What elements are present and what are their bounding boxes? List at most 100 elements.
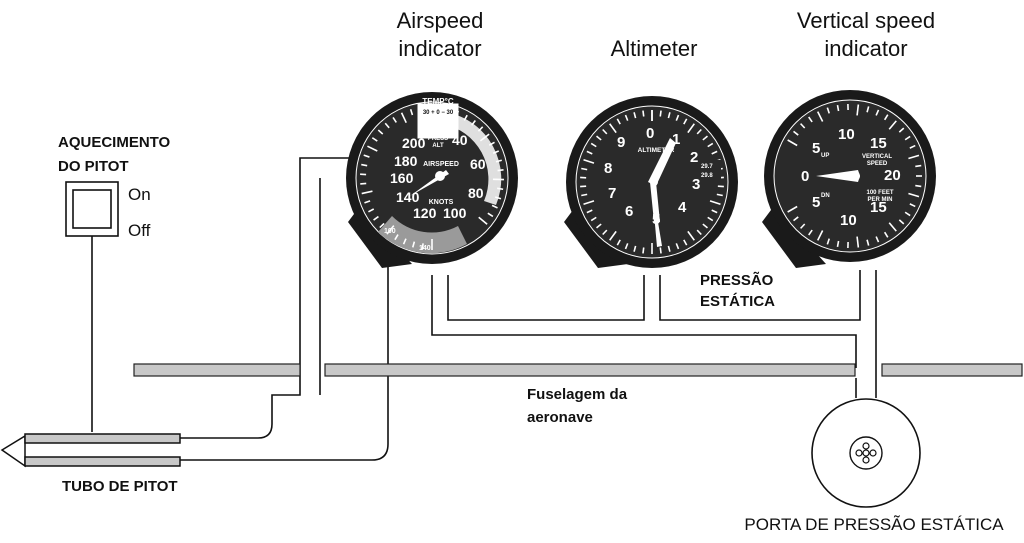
- switch-on-label: On: [128, 185, 151, 204]
- dial-tick: [495, 159, 502, 163]
- dial-tick: [596, 223, 602, 229]
- fuselage-label-1: Fuselagem da: [527, 386, 628, 403]
- dial-tick: [675, 114, 680, 121]
- dial-tick: [888, 120, 897, 130]
- dial-tick: [875, 236, 880, 243]
- dial-tick: [687, 230, 695, 241]
- vsi-title-1: Vertical speed: [797, 8, 935, 33]
- dial-tick: [477, 126, 484, 132]
- vsi-hub: [850, 171, 860, 181]
- pitot-tube-upper: [24, 433, 181, 444]
- vsi-num: 10: [838, 126, 855, 143]
- dial-tick: [633, 112, 637, 119]
- dial-tick: [590, 216, 597, 222]
- asi-num: 140: [396, 189, 420, 205]
- dial-tick: [633, 245, 637, 252]
- dial-tick: [379, 222, 385, 229]
- dial-tick: [800, 123, 806, 129]
- dial-tick: [787, 205, 798, 213]
- dial-tick: [787, 139, 798, 147]
- asi-num: 180: [394, 153, 418, 169]
- dial-tick: [624, 243, 629, 250]
- pitot-line-outer: [180, 177, 389, 461]
- dial-tick: [908, 154, 920, 160]
- dial-tick: [479, 133, 490, 142]
- dial-tick: [492, 150, 500, 155]
- altimeter-ticks: [580, 110, 724, 254]
- pitot-heat-switch[interactable]: [65, 181, 119, 237]
- vsi-num: 10: [840, 212, 857, 229]
- dial-tick: [602, 229, 608, 236]
- dial-tick: [497, 187, 504, 191]
- dial-tick: [364, 200, 371, 204]
- dial-tick: [602, 128, 608, 135]
- vsi-title-2: indicator: [824, 36, 907, 61]
- dial-tick: [471, 120, 476, 126]
- labels: Airspeed indicator Altimeter Vertical sp…: [58, 8, 1004, 534]
- alt-num: 1: [672, 131, 680, 148]
- dial-tick: [711, 209, 718, 214]
- pitot-tube: [0, 433, 181, 468]
- dial-tick: [800, 223, 806, 229]
- asi-num: 160: [390, 170, 414, 186]
- dial-tick: [836, 104, 840, 112]
- pitot-tube-label: TUBO DE PITOT: [62, 478, 178, 495]
- dial-tick: [898, 127, 905, 133]
- dial-tick: [497, 169, 504, 172]
- static-pressure-1: PRESSÃO: [700, 271, 774, 289]
- dial-tick: [491, 204, 498, 209]
- airspeed-title-1: Airspeed: [397, 8, 484, 33]
- dial-tick: [411, 241, 416, 248]
- dial-tick: [368, 208, 375, 213]
- dial-tick: [866, 106, 870, 113]
- alt-num: 3: [692, 176, 700, 193]
- alt-num: 8: [604, 160, 612, 177]
- altimeter: 0 1 2 3 4 5 6 7 8 9 ALTIMETER 29.7 29.8: [564, 96, 738, 268]
- dial-tick: [683, 118, 688, 125]
- asi-small-num: 100: [384, 228, 396, 235]
- dial-tick: [836, 240, 840, 248]
- dial-tick: [377, 129, 384, 135]
- vsi-unit-2: PER MIN: [867, 197, 892, 203]
- pitot-tube-lower: [24, 456, 181, 467]
- dial-tick: [883, 231, 889, 238]
- altimeter-short-hand: [648, 138, 676, 186]
- vsi-num: 0: [801, 168, 809, 185]
- alt-num: 7: [608, 185, 616, 202]
- dial-tick: [361, 190, 373, 195]
- dial-tick: [696, 229, 702, 236]
- dial-tick: [908, 192, 920, 198]
- dial-tick: [642, 247, 645, 254]
- dial-tick: [586, 150, 593, 155]
- asi-unit-label: KNOTS: [429, 199, 454, 206]
- asi-num: 120: [413, 205, 437, 221]
- dial-tick: [583, 200, 595, 206]
- fuselage-bar: [881, 363, 1023, 377]
- dial-tick: [687, 123, 695, 134]
- dial-tick: [826, 107, 830, 114]
- dial-tick: [675, 243, 680, 250]
- dial-tick: [409, 109, 414, 116]
- dial-tick: [616, 118, 621, 125]
- alt-num: 4: [678, 199, 687, 216]
- pitot-tube-nose: [0, 434, 26, 468]
- dial-tick: [384, 122, 390, 129]
- dial-tick: [793, 216, 799, 222]
- asi-hub: [435, 171, 445, 181]
- vsi-num: 5: [812, 194, 820, 211]
- dial-tick: [487, 212, 494, 218]
- dial-tick: [816, 230, 824, 241]
- altimeter-tail: [650, 182, 660, 222]
- dial-tick: [402, 238, 407, 245]
- dial-tick: [667, 112, 671, 119]
- dial-tick: [808, 229, 813, 236]
- dial-tick: [367, 145, 378, 152]
- dial-tick: [711, 150, 718, 155]
- press-alt-2: ALT: [432, 143, 444, 149]
- static-line-airspeed-inner: [447, 275, 645, 321]
- vsi-num: 15: [870, 199, 887, 216]
- dial-tick: [392, 117, 397, 123]
- alt-num: 6: [625, 203, 633, 220]
- airspeed-title-2: indicator: [398, 36, 481, 61]
